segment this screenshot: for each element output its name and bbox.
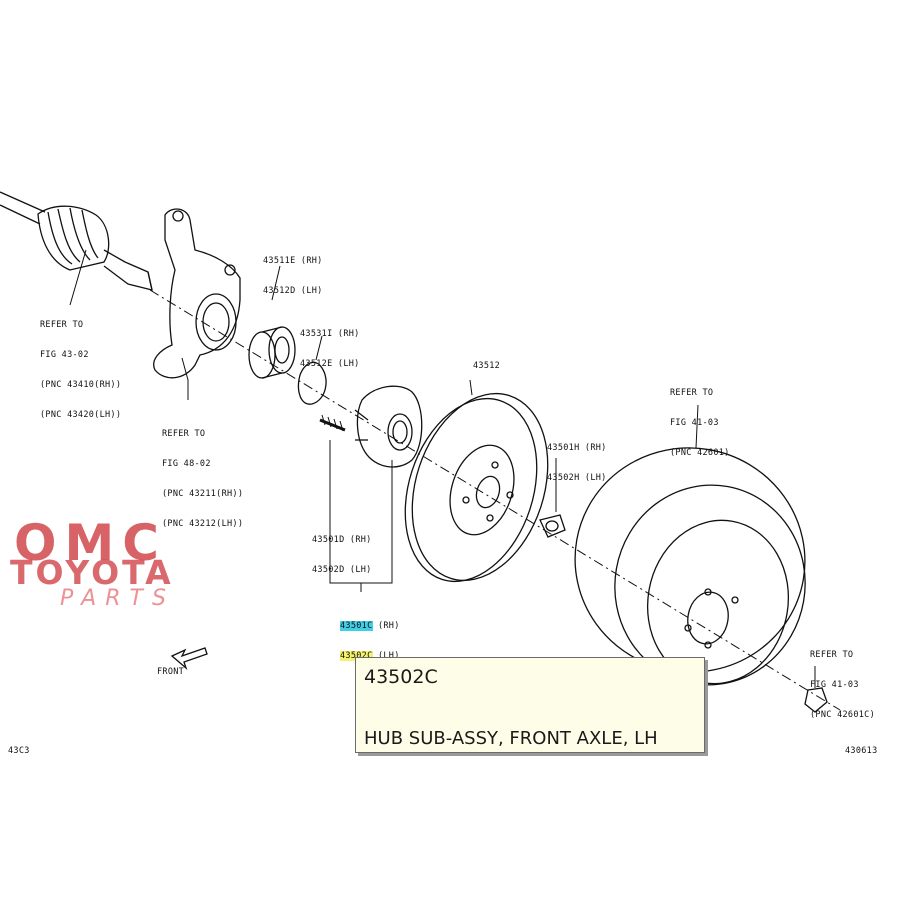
hub-rh-code[interactable]: 43501C (340, 621, 373, 631)
driveshaft-reference: REFER TO FIG 43-02 (PNC 43410(RH)) (PNC … (40, 300, 121, 430)
part-tooltip: 43502C HUB SUB-ASSY, FRONT AXLE, LH (355, 657, 705, 753)
front-label: FRONT (157, 667, 185, 677)
wheel-reference: REFER TO FIG 41-03 (PNC 42601) (670, 368, 730, 468)
hub-bolt[interactable] (319, 414, 346, 432)
tooltip-part-description: HUB SUB-ASSY, FRONT AXLE, LH (364, 728, 658, 749)
hub-part-codes: 43501C (RH) 43502C (LH) (340, 601, 400, 671)
bearing-part-code[interactable]: 43511E (RH) 43512D (LH) (263, 236, 323, 306)
brake-disc[interactable] (383, 376, 571, 599)
ref-line: (PNC 43410(RH)) (40, 380, 122, 390)
tooltip-part-code: 43502C (364, 666, 438, 688)
part-code-rh[interactable]: 43511E (RH) (263, 256, 323, 266)
snap-ring-part-code[interactable]: 43531I (RH) 43512E (LH) (300, 309, 360, 379)
part-code-rh[interactable]: 43501D (RH) (312, 535, 372, 545)
ref-line: REFER TO (162, 429, 206, 439)
disc-screw-part-code[interactable]: 43501H (RH) 43502H (LH) (547, 423, 607, 493)
hub-bolt-part-code[interactable]: 43501D (RH) 43502D (LH) (312, 515, 372, 585)
wheel-nut[interactable] (804, 666, 828, 713)
part-code-rh[interactable]: 43531I (RH) (300, 329, 360, 339)
front-arrow (170, 647, 208, 671)
hub-rh-side: (RH) (377, 621, 400, 631)
disc-set-screw[interactable] (539, 458, 566, 538)
ref-line: REFER TO (40, 320, 84, 330)
ref-line: (PNC 43211(RH)) (162, 489, 244, 499)
nut-reference: REFER TO FIG 41-03 (PNC 42601C) (810, 630, 875, 730)
part-code-lh[interactable]: 43512D (LH) (263, 286, 323, 296)
part-code-lh[interactable]: 43502D (LH) (312, 565, 372, 575)
ref-line: REFER TO (670, 388, 714, 398)
watermark-parts: PARTS (60, 586, 175, 611)
axle-hub[interactable] (354, 385, 423, 468)
drive-shaft[interactable] (0, 191, 153, 306)
disc-part-code[interactable]: 43512 (473, 361, 501, 371)
hub-lh-side: (LH) (377, 651, 400, 661)
ref-line: FIG 41-03 (810, 680, 859, 690)
ref-line: FIG 43-02 (40, 350, 89, 360)
watermark-toyota: TOYOTA (10, 553, 174, 592)
ref-line: (PNC 43212(LH)) (162, 519, 244, 529)
figure-code-right: 430613 (845, 746, 878, 756)
part-code-lh[interactable]: 43502H (LH) (547, 473, 607, 483)
part-code-rh[interactable]: 43501H (RH) (547, 443, 607, 453)
figure-code-left: 43C3 (8, 746, 30, 756)
steering-knuckle[interactable] (153, 208, 241, 400)
knuckle-reference: REFER TO FIG 48-02 (PNC 43211(RH)) (PNC … (162, 409, 243, 539)
ref-line: FIG 48-02 (162, 459, 211, 469)
ref-line: REFER TO (810, 650, 854, 660)
ref-line: (PNC 42601C) (810, 710, 876, 720)
ref-line: (PNC 42601) (670, 448, 730, 458)
ref-line: FIG 41-03 (670, 418, 719, 428)
hub-bearing[interactable] (248, 265, 296, 379)
part-code-lh[interactable]: 43512E (LH) (300, 359, 360, 369)
ref-line: (PNC 43420(LH)) (40, 410, 122, 420)
snap-ring[interactable] (297, 335, 327, 405)
hub-lh-code[interactable]: 43502C (340, 651, 373, 661)
watermark-omc: OMC (14, 514, 167, 572)
